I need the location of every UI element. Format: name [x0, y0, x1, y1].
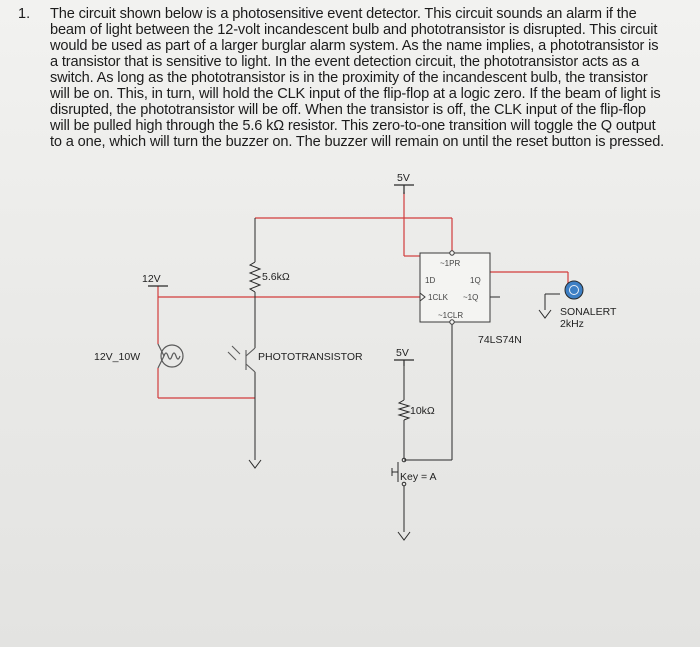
- ff-d-label: 1D: [425, 276, 435, 285]
- question-text-line-8: will be pulled high through the 5.6 kΩ r…: [50, 118, 656, 134]
- switch-symbol: [391, 457, 407, 487]
- question-text-line-2: beam of light between the 12-volt incand…: [50, 22, 658, 38]
- vcc-top-label: 5V: [397, 172, 410, 184]
- ff-clk-triangle: [419, 292, 426, 302]
- resistor-pulldown: [397, 399, 411, 421]
- question-text-line-6: will be on. This, in turn, will hold the…: [50, 86, 661, 102]
- switch-label: Key = A: [400, 471, 436, 483]
- bulb-symbol: [157, 343, 184, 369]
- question-text-line-7: disrupted, the phototransistor will be o…: [50, 102, 646, 118]
- question-text-line-1: The circuit shown below is a photosensit…: [50, 6, 637, 22]
- question-text-line-5: switch. As long as the phototransistor i…: [50, 70, 648, 86]
- question-number: 1.: [18, 6, 31, 22]
- flipflop-body: [419, 252, 491, 323]
- ground-switch-symbol: [397, 531, 411, 541]
- resistor-pulldown-label: 10kΩ: [410, 405, 435, 417]
- vcc-mid-symbol: [394, 359, 414, 366]
- ff-part-label: 74LS74N: [478, 334, 522, 346]
- vcc-mid-label: 5V: [396, 347, 409, 359]
- buzzer-symbol: [564, 280, 584, 300]
- red-wires: [157, 192, 569, 399]
- ff-pr-bubble: [449, 250, 455, 256]
- question-text-line-3: would be used as part of a larger burgla…: [50, 38, 659, 54]
- ff-clr-bubble: [449, 319, 455, 325]
- phototransistor-label: PHOTOTRANSISTOR: [258, 351, 363, 363]
- question-text-line-9: to a one, which will turn the buzzer on.…: [50, 134, 665, 150]
- buzzer-label: SONALERT: [560, 306, 617, 318]
- question-text-line-4: a transistor that is sensitive to light.…: [50, 54, 640, 70]
- ff-pr-label: ~1PR: [440, 259, 460, 268]
- ff-qbar-label: ~1Q: [463, 293, 478, 302]
- resistor-pullup: [248, 261, 262, 293]
- phototransistor-symbol: [227, 345, 256, 373]
- vcc-top-symbol: [394, 184, 414, 194]
- ground-transistor-symbol: [248, 459, 262, 469]
- ground-buzzer-symbol: [538, 309, 552, 319]
- black-wires: [254, 218, 560, 532]
- buzzer-freq-label: 2kHz: [560, 318, 584, 330]
- ff-q-label: 1Q: [470, 276, 481, 285]
- ff-clr-label: ~1CLR: [438, 311, 463, 320]
- resistor-pullup-label: 5.6kΩ: [262, 271, 290, 283]
- supply-12v-label: 12V: [142, 273, 161, 285]
- bulb-label: 12V_10W: [94, 351, 140, 363]
- ff-clk-label: 1CLK: [428, 293, 449, 302]
